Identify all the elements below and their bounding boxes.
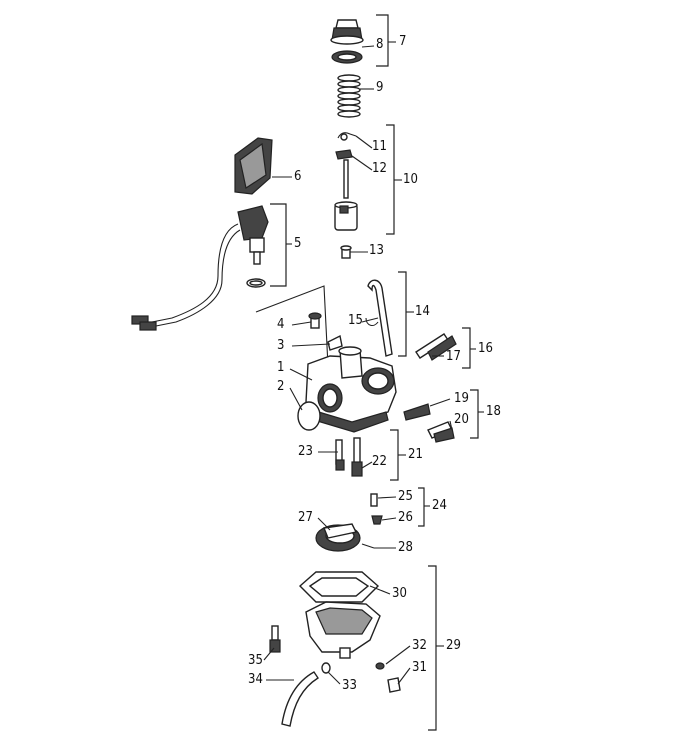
callout-30: 30 <box>392 586 407 601</box>
screws-19-20 <box>403 403 455 443</box>
drain-hose <box>269 625 331 727</box>
callout-17: 17 <box>446 349 461 364</box>
callout-23: 23 <box>298 444 313 459</box>
callout-33: 33 <box>342 678 357 693</box>
callout-11: 11 <box>372 139 387 154</box>
group-brackets <box>270 14 484 731</box>
vent-tube <box>367 279 393 357</box>
callout-21: 21 <box>408 447 423 462</box>
callout-9: 9 <box>376 80 384 95</box>
callout-15: 15 <box>348 313 363 328</box>
callout-35: 35 <box>248 653 263 668</box>
clip-retainer <box>335 132 357 160</box>
drain-screw <box>375 662 401 693</box>
cap-assembly <box>330 19 364 64</box>
callout-14: 14 <box>415 304 430 319</box>
float-needle <box>370 493 383 525</box>
callout-13: 13 <box>369 243 384 258</box>
callout-22: 22 <box>372 454 387 469</box>
callout-3: 3 <box>277 338 285 353</box>
callout-1: 1 <box>277 360 285 375</box>
callout-27: 27 <box>298 510 313 525</box>
throttle-valve <box>334 201 358 231</box>
callout-7: 7 <box>399 34 407 49</box>
callout-6: 6 <box>294 169 302 184</box>
jet-needle <box>343 159 349 199</box>
callout-20: 20 <box>454 412 469 427</box>
float-27 <box>315 523 361 552</box>
callout-10: 10 <box>403 172 418 187</box>
choke-lead-line <box>255 285 329 367</box>
box-6 <box>234 137 273 195</box>
callout-26: 26 <box>398 510 413 525</box>
float-pin <box>361 543 375 549</box>
jets-22-23 <box>335 437 363 477</box>
callout-5: 5 <box>294 236 302 251</box>
callout-4: 4 <box>277 317 285 332</box>
callout-16: 16 <box>478 341 493 356</box>
callout-31: 31 <box>412 660 427 675</box>
auto-choke <box>131 205 269 331</box>
callout-24: 24 <box>432 498 447 513</box>
air-screw-17 <box>415 333 457 361</box>
callout-28: 28 <box>398 540 413 555</box>
float-bowl <box>305 601 381 659</box>
callout-12: 12 <box>372 161 387 176</box>
needle-jet <box>340 245 352 259</box>
callout-2: 2 <box>277 379 285 394</box>
bracket-15 <box>365 317 379 327</box>
callout-8: 8 <box>376 37 384 52</box>
callout-25: 25 <box>398 489 413 504</box>
leader-lines <box>263 45 453 685</box>
spring <box>337 74 361 118</box>
gasket-2 <box>297 401 321 431</box>
callout-34: 34 <box>248 672 263 687</box>
bowl-gasket <box>298 571 380 603</box>
screw-plate <box>308 312 343 351</box>
callout-19: 19 <box>454 391 469 406</box>
callout-32: 32 <box>412 638 427 653</box>
callout-29: 29 <box>446 638 461 653</box>
callout-18: 18 <box>486 404 501 419</box>
